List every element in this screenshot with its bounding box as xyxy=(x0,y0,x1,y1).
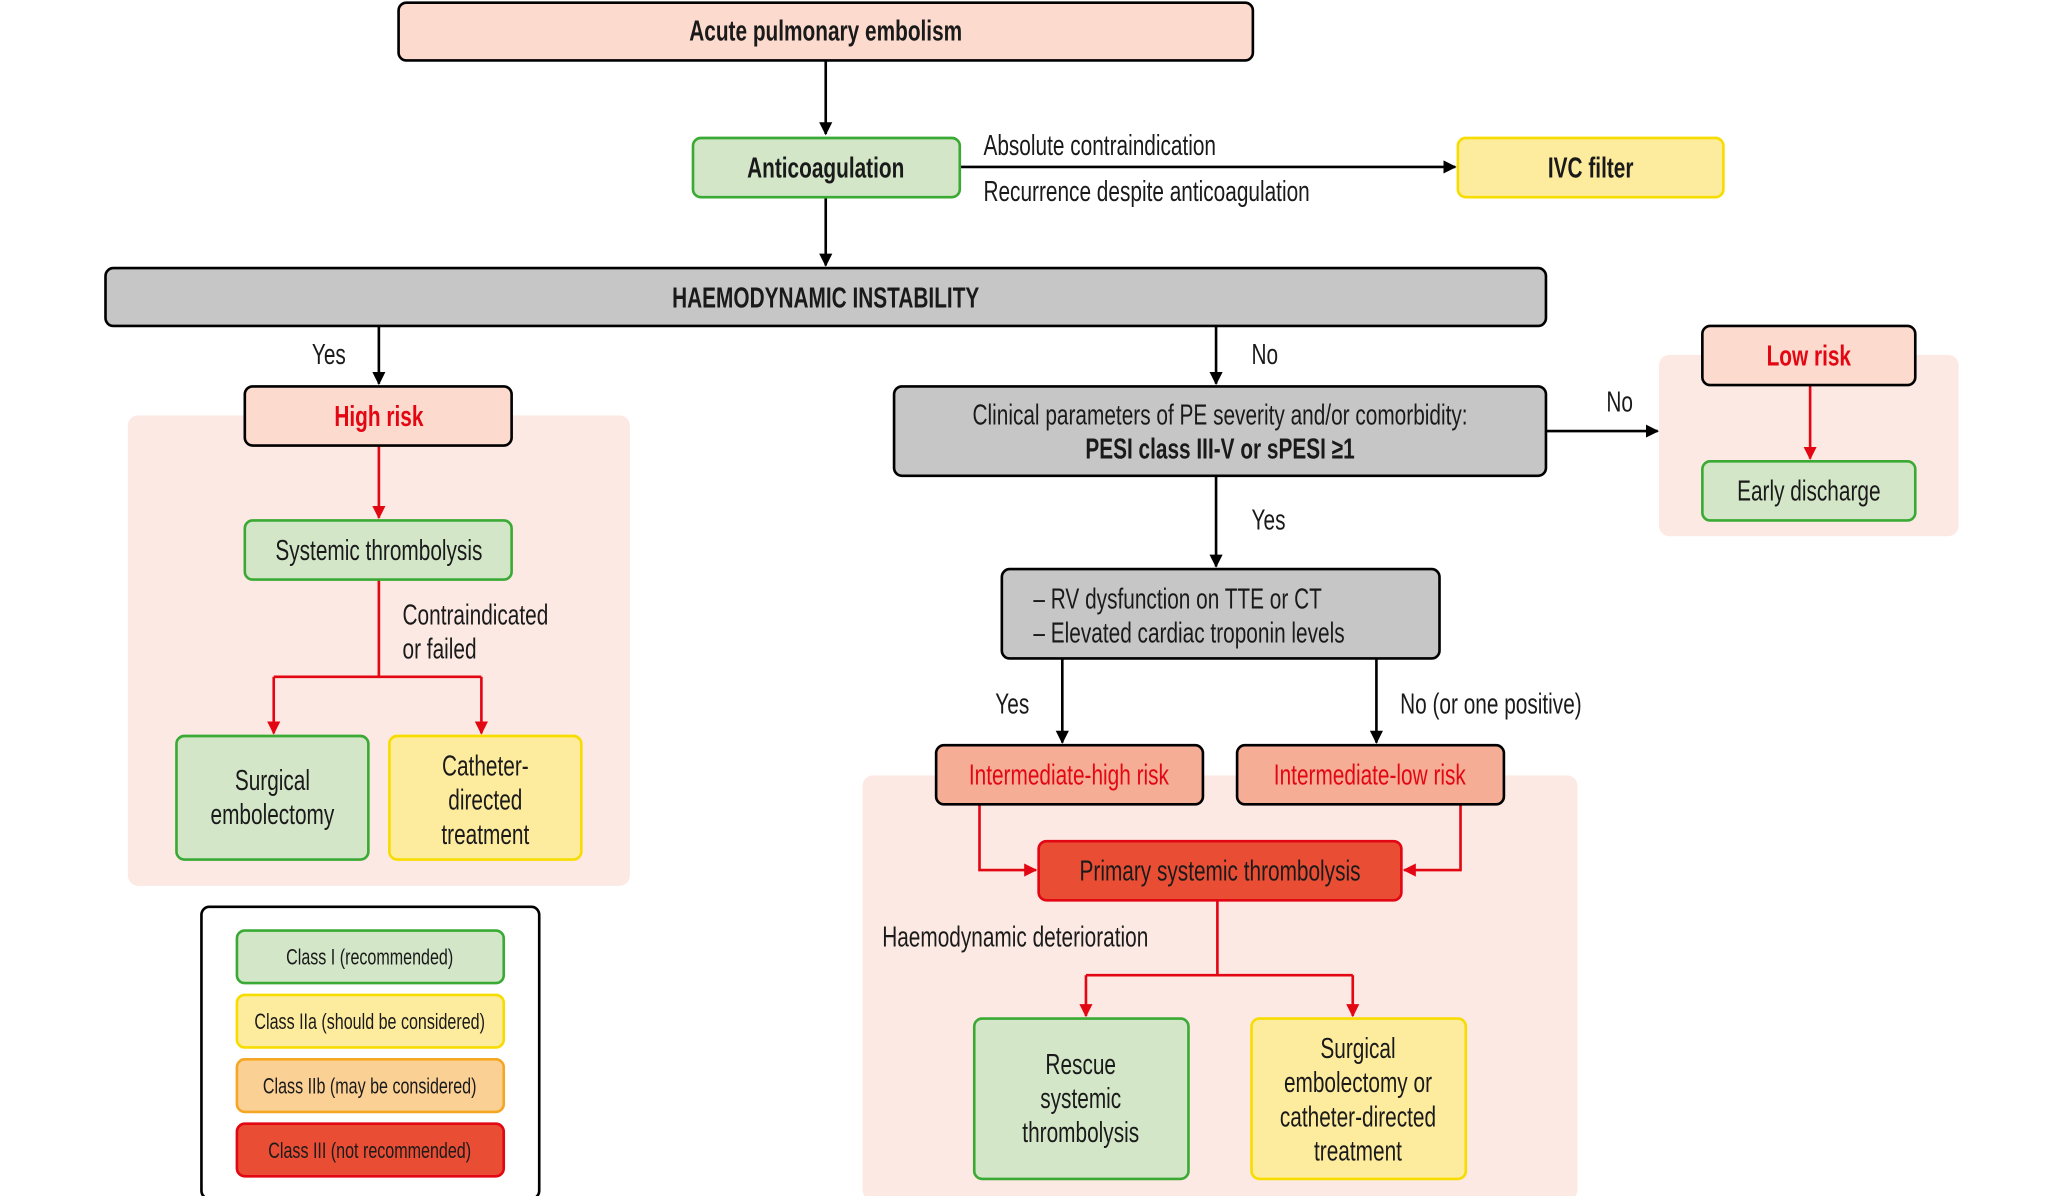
node-rv-dysfunction: – RV dysfunction on TTE or CT – Elevated… xyxy=(1000,567,1441,660)
black-connectors xyxy=(372,60,1659,744)
node-systemic-thrombolysis-label: Systemic thrombolysis xyxy=(275,535,482,567)
label-no-or-one-positive: No (or one positive) xyxy=(1400,688,1582,720)
node-start-label: Acute pulmonary embolism xyxy=(689,15,962,47)
legend-class-iia: Class IIa (should be considered) xyxy=(235,993,506,1049)
node-early-discharge-label: Early discharge xyxy=(1737,475,1880,507)
legend-class-i-label: Class I (recommended) xyxy=(286,945,453,970)
label-no-low: No xyxy=(1606,386,1633,418)
catheter-line-2: directed xyxy=(448,784,522,816)
red-connectors xyxy=(267,385,1817,1018)
legend-class-iib-label: Class IIb (may be considered) xyxy=(263,1074,477,1099)
node-intermediate-low-label: Intermediate-low risk xyxy=(1274,759,1466,791)
node-anticoagulation: Anticoagulation xyxy=(691,136,962,199)
node-low-risk: Low risk xyxy=(1701,324,1917,387)
node-start: Acute pulmonary embolism xyxy=(397,1,1255,62)
node-instability: HAEMODYNAMIC INSTABILITY xyxy=(104,266,1548,328)
node-primary-thrombolysis-label: Primary systemic thrombolysis xyxy=(1080,855,1361,887)
surgical-line-2: embolectomy xyxy=(211,799,335,831)
node-high-risk: High risk xyxy=(243,385,513,447)
ivc-condition-1: Absolute contraindication xyxy=(983,130,1216,162)
clinical-params-line-1: Clinical parameters of PE severity and/o… xyxy=(972,399,1467,431)
label-no-clinical: No xyxy=(1252,339,1279,371)
legend: Class I (recommended) Class IIa (should … xyxy=(200,905,541,1196)
node-instability-label: HAEMODYNAMIC INSTABILITY xyxy=(672,282,979,314)
label-contraindicated-2: or failed xyxy=(403,633,477,665)
label-yes-rv: Yes xyxy=(1252,504,1286,536)
node-ivc-filter-label: IVC filter xyxy=(1548,152,1634,184)
node-anticoagulation-label: Anticoagulation xyxy=(747,152,904,184)
surgical-catheter-line-3: catheter-directed xyxy=(1280,1101,1436,1133)
node-high-risk-label: High risk xyxy=(334,401,424,433)
node-catheter-directed: Catheter- directed treatment xyxy=(388,734,583,861)
node-rescue-thrombolysis: Rescue systemic thrombolysis xyxy=(972,1017,1190,1181)
arrow-int-low-to-primary xyxy=(1402,804,1462,877)
ivc-condition-2: Recurrence despite anticoagulation xyxy=(983,176,1309,208)
label-haemodynamic-deterioration: Haemodynamic deterioration xyxy=(882,921,1148,953)
rv-line-1: – RV dysfunction on TTE or CT xyxy=(1033,583,1321,615)
label-contraindicated-1: Contraindicated xyxy=(403,599,549,631)
rescue-line-3: thrombolysis xyxy=(1022,1117,1139,1149)
intermediate-risk-zone xyxy=(862,775,1578,1196)
node-clinical-params: Clinical parameters of PE severity and/o… xyxy=(892,385,1548,478)
rescue-line-2: systemic xyxy=(1040,1083,1121,1115)
surgical-catheter-line-2: embolectomy or xyxy=(1284,1067,1432,1099)
node-intermediate-low: Intermediate-low risk xyxy=(1235,743,1506,806)
legend-class-iii-label: Class III (not recommended) xyxy=(268,1138,471,1163)
node-low-risk-label: Low risk xyxy=(1767,340,1852,372)
rescue-line-1: Rescue xyxy=(1045,1049,1116,1081)
label-yes-int-high: Yes xyxy=(995,688,1029,720)
node-systemic-thrombolysis: Systemic thrombolysis xyxy=(243,519,513,581)
node-primary-thrombolysis: Primary systemic thrombolysis xyxy=(1037,839,1403,902)
arrow-int-high-to-primary xyxy=(978,804,1038,877)
node-ivc-filter: IVC filter xyxy=(1456,136,1725,199)
rv-line-2: – Elevated cardiac troponin levels xyxy=(1033,617,1344,649)
legend-class-iii: Class III (not recommended) xyxy=(235,1122,506,1178)
surgical-catheter-line-1: Surgical xyxy=(1320,1033,1395,1065)
label-yes-high: Yes xyxy=(312,339,346,371)
surgical-line-1: Surgical xyxy=(235,765,310,797)
legend-class-iib: Class IIb (may be considered) xyxy=(235,1058,506,1114)
node-intermediate-high: Intermediate-high risk xyxy=(934,743,1205,806)
catheter-line-1: Catheter- xyxy=(442,750,529,782)
legend-class-iia-label: Class IIa (should be considered) xyxy=(254,1010,485,1035)
node-surgical-or-catheter: Surgical embolectomy or catheter-directe… xyxy=(1250,1017,1468,1181)
surgical-catheter-line-4: treatment xyxy=(1314,1135,1402,1167)
clinical-params-line-2: PESI class III-V or sPESI ≥1 xyxy=(1085,433,1354,465)
legend-class-i: Class I (recommended) xyxy=(235,929,506,985)
catheter-line-3: treatment xyxy=(441,819,529,851)
node-early-discharge: Early discharge xyxy=(1701,460,1917,522)
node-intermediate-high-label: Intermediate-high risk xyxy=(969,759,1169,791)
node-surgical-embolectomy: Surgical embolectomy xyxy=(175,734,370,861)
